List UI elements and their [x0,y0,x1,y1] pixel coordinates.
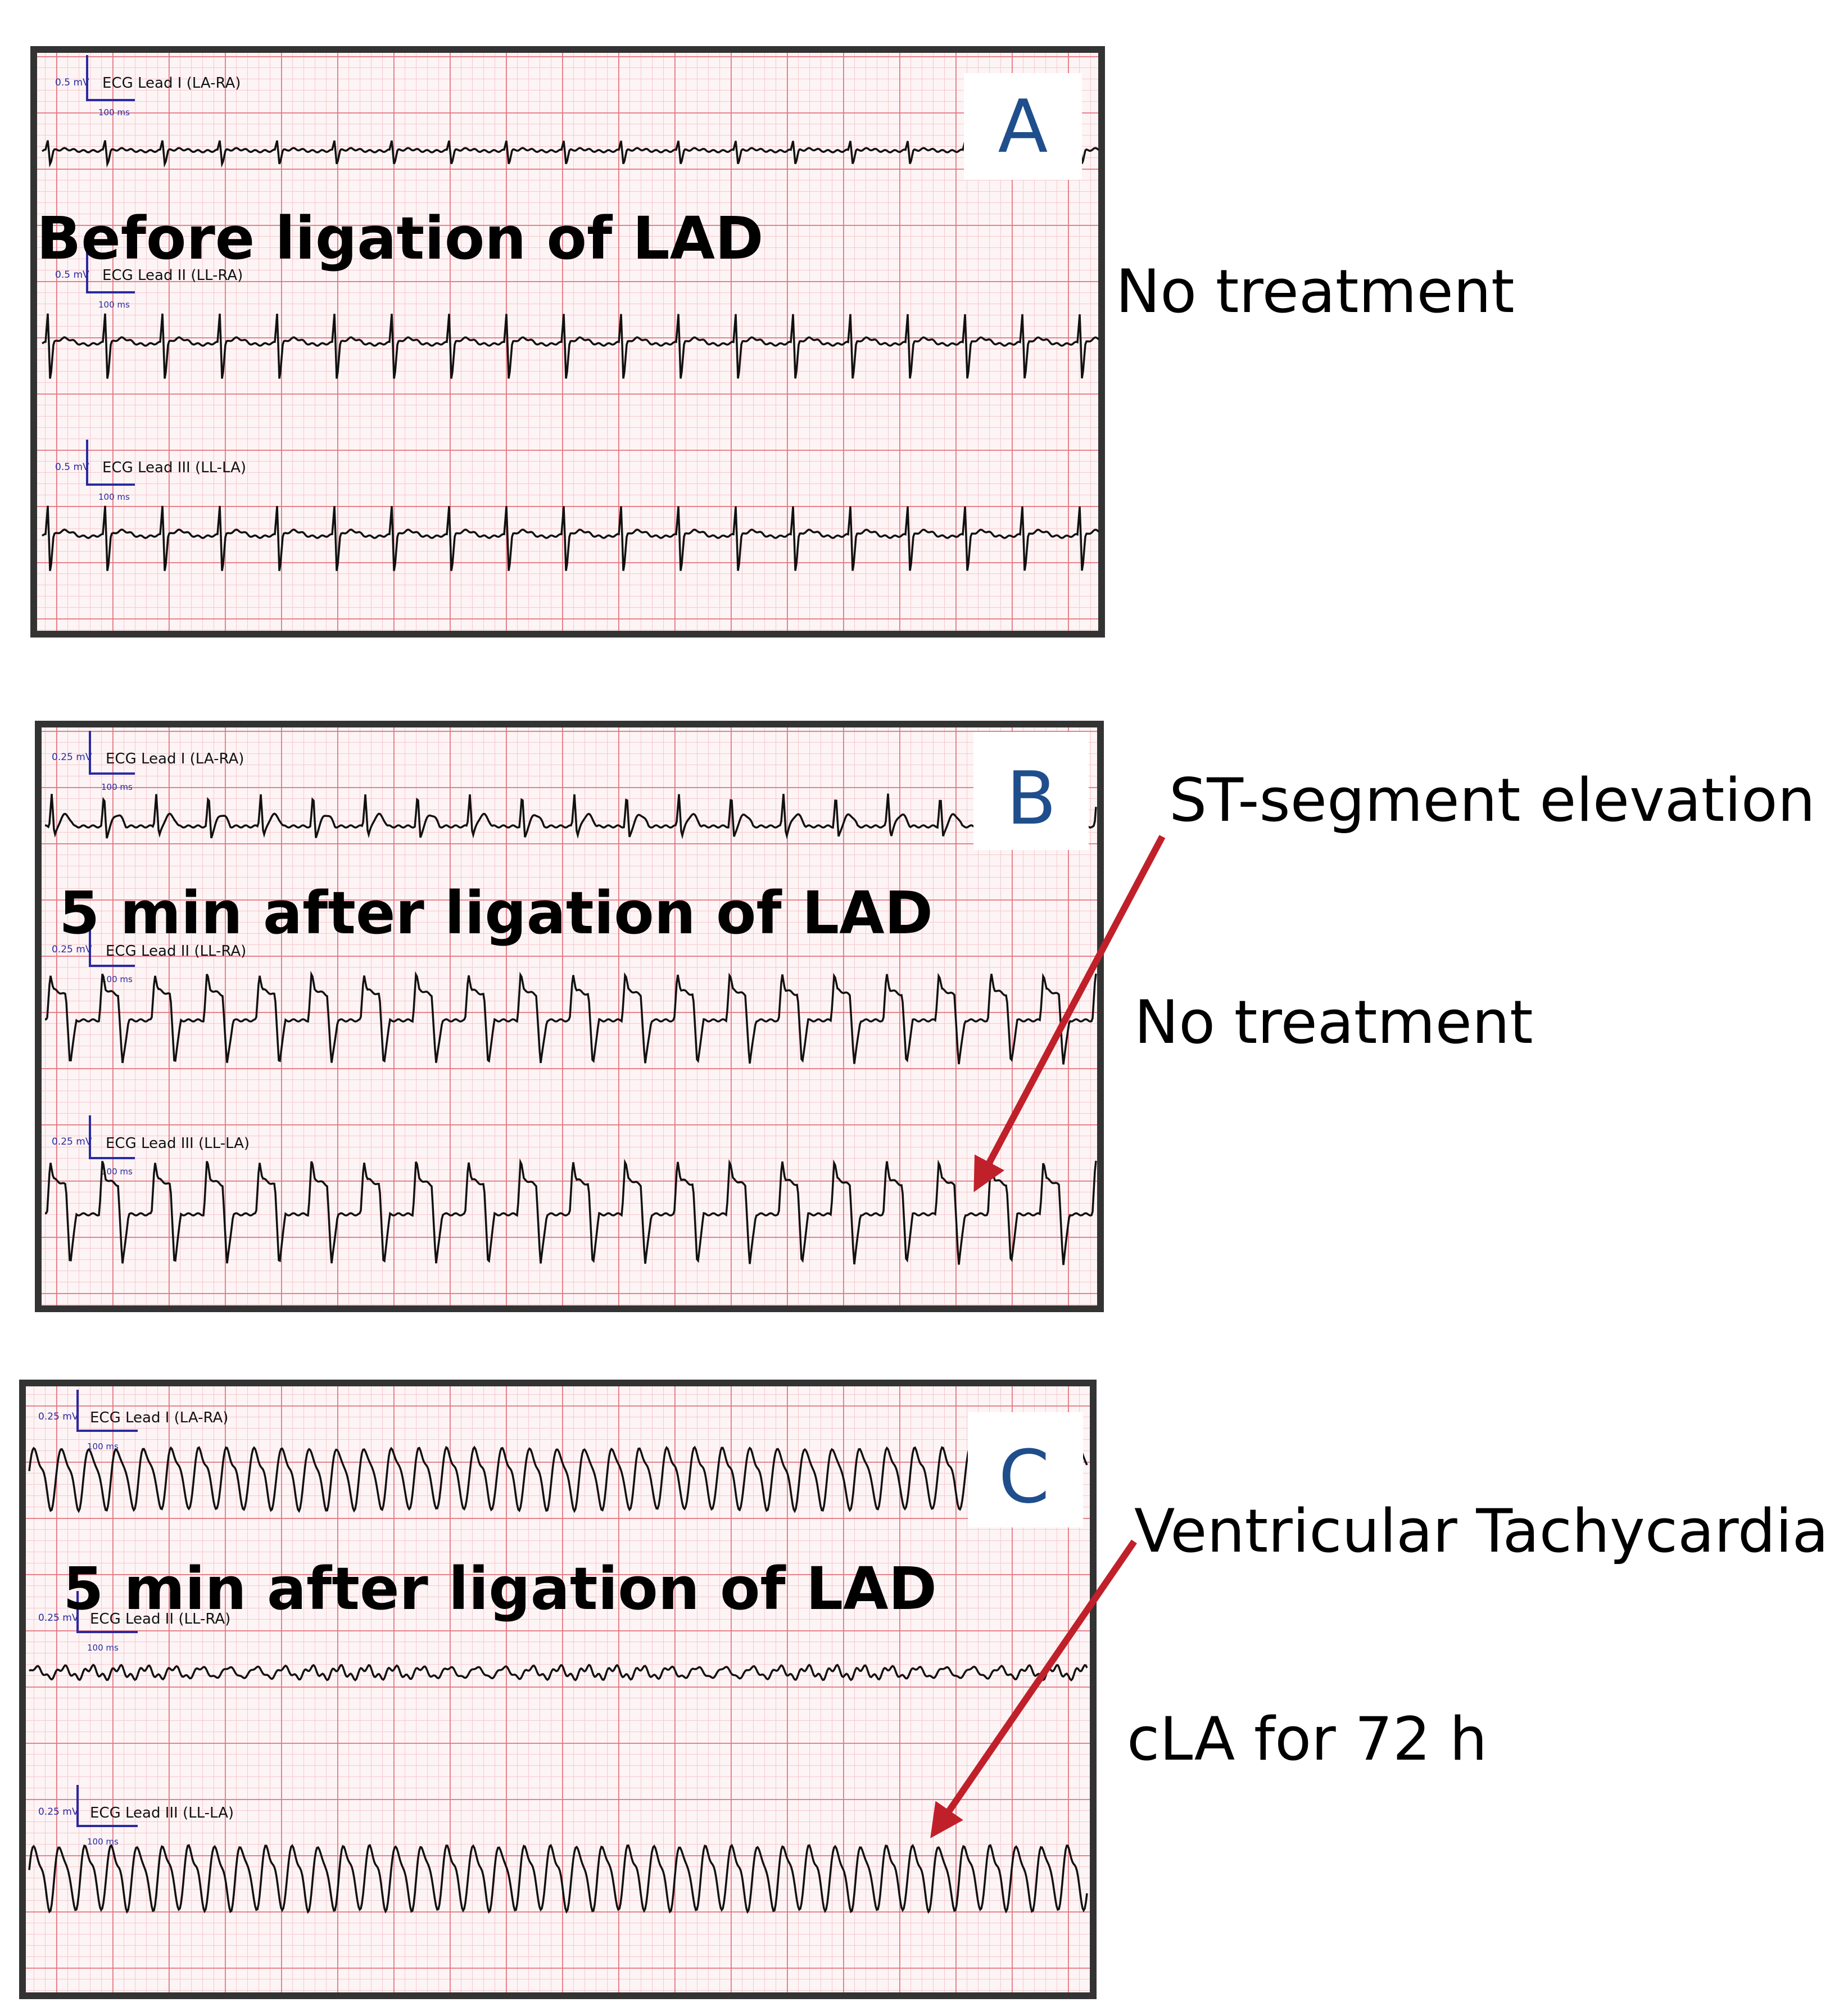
time-label: 100 ms [101,1167,133,1177]
treatment-note: No treatment [1134,988,1533,1057]
time-label: 100 ms [87,1441,119,1452]
lead-row: 0.25 mV 100 ms ECG Lead III (LL-LA) [44,1115,1097,1265]
lead-label: ECG Lead II (LL-RA) [102,267,243,284]
time-label: 100 ms [101,782,133,792]
lead-row: 0.5 mV 100 ms ECG Lead II (LL-RA) [41,247,1100,379]
panel-title: 5 min after ligation of LAD [59,879,933,947]
panel-letter: C [999,1434,1050,1520]
ecg-trace [41,313,1100,379]
panel-letter: B [1006,756,1056,841]
scale-label: 0.25 mV [38,1806,79,1818]
treatment-note: cLA for 72 h [1127,1705,1487,1774]
lead-label: ECG Lead III (LL-LA) [102,459,246,476]
scale-label: 0.5 mV [55,462,89,473]
lead-row: 0.25 mV 100 ms ECG Lead I (LA-RA) [44,731,1097,840]
lead-label: ECG Lead III (LL-LA) [106,1135,250,1152]
panel-c: 0.25 mV 100 ms ECG Lead I (LA-RA) 0.25 m… [19,1380,1097,1999]
ecg-trace [41,140,1100,168]
treatment-note: No treatment [1116,257,1515,326]
ecg-trace [44,793,1097,840]
lead-row: 0.25 mV 100 ms ECG Lead III (LL-LA) [28,1785,1088,1914]
lead-label: ECG Lead II (LL-RA) [106,943,246,960]
time-label: 100 ms [98,492,130,502]
time-label: 100 ms [98,300,130,310]
time-label: 100 ms [98,107,130,117]
lead-row: 0.5 mV 100 ms ECG Lead III (LL-LA) [41,440,1100,571]
calibration-mark [86,440,135,486]
scale-label: 0.25 mV [52,752,92,763]
panel-title: Before ligation of LAD [37,204,764,273]
lead-row: 0.25 mV 100 ms ECG Lead I (LA-RA) [28,1390,1088,1513]
calibration-mark [76,1390,138,1432]
ecg-grid [22,1383,1093,1996]
lead-label: ECG Lead II (LL-RA) [90,1611,230,1628]
ecg-trace [44,970,1097,1065]
ecg-trace [28,1445,1088,1513]
time-label: 100 ms [87,1837,119,1847]
lead-label: ECG Lead I (LA-RA) [106,751,244,767]
panel-letter-box [968,1412,1083,1527]
calibration-mark [89,731,135,775]
panel-frame [19,1380,1097,1999]
scale-label: 0.25 mV [38,1411,79,1422]
panel-frame [35,721,1104,1312]
ecg-trace [29,1664,1088,1681]
calibration-mark [76,1785,138,1827]
finding-note: Ventricular Tachycardia [1134,1497,1828,1566]
calibration-mark [86,247,135,293]
ecg-trace [44,1158,1097,1265]
time-label: 100 ms [101,974,133,984]
scale-label: 0.5 mV [55,77,89,88]
annotation-arrow [930,1539,1137,1838]
calibration-mark [76,1591,138,1633]
ecg-trace [28,1843,1088,1914]
panel-b: 0.25 mV 100 ms ECG Lead I (LA-RA) 0.25 m… [35,721,1104,1312]
panel-title: 5 min after ligation of LAD [63,1554,937,1623]
panel-letter: A [998,84,1048,169]
calibration-mark [89,1115,135,1159]
scale-label: 0.25 mV [38,1612,79,1624]
lead-label: ECG Lead III (LL-LA) [90,1805,234,1821]
panel-letter-box [973,732,1089,850]
time-label: 100 ms [87,1643,119,1653]
ecg-trace [41,505,1100,571]
calibration-mark [86,55,135,101]
lead-row: 0.5 mV 100 ms ECG Lead I (LA-RA) [41,55,1100,168]
lead-label: ECG Lead I (LA-RA) [102,75,241,92]
lead-label: ECG Lead I (LA-RA) [90,1409,228,1426]
panel-a: 0.5 mV 100 ms ECG Lead I (LA-RA) 0.5 mV … [30,46,1105,638]
lead-row: 0.25 mV 100 ms ECG Lead II (LL-RA) [29,1591,1088,1681]
calibration-mark [89,923,135,967]
finding-note: ST-segment elevation [1169,766,1815,835]
scale-label: 0.5 mV [55,269,89,281]
scale-label: 0.25 mV [52,944,92,955]
lead-row: 0.25 mV 100 ms ECG Lead II (LL-RA) [44,923,1097,1065]
annotation-arrow [973,835,1166,1192]
panel-letter-box [964,73,1082,180]
scale-label: 0.25 mV [52,1136,92,1147]
panel-frame [30,46,1105,638]
